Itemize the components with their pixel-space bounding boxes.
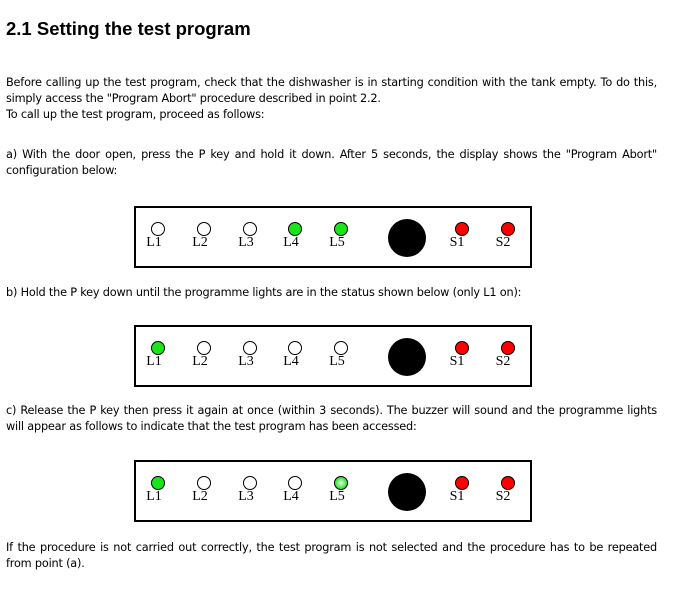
light-label: L2 [192, 354, 208, 369]
light-label: L1 [146, 235, 162, 250]
p-key-button [388, 338, 426, 376]
indicator-light-l1 [151, 341, 165, 355]
section-title: 2.1 Setting the test program [6, 18, 251, 39]
light-label: S2 [495, 354, 511, 369]
light-label: L4 [283, 235, 299, 250]
light-label: L1 [146, 354, 162, 369]
indicator-light-s2 [501, 341, 515, 355]
indicator-light-l4 [288, 341, 302, 355]
indicator-light-l5 [334, 341, 348, 355]
indicator-light-s2 [501, 222, 515, 236]
indicator-light-l2 [197, 476, 211, 490]
intro-paragraph: Before calling up the test program, chec… [6, 76, 657, 121]
control-panel-c: L1 L2 L3 L4 L5 S1 S2 [134, 460, 532, 522]
indicator-light-s2 [501, 476, 515, 490]
light-label: L3 [238, 354, 254, 369]
indicator-light-l5 [334, 476, 348, 490]
light-label: L4 [283, 489, 299, 504]
footer-paragraph: If the procedure is not carried out corr… [6, 541, 657, 570]
light-label: S1 [449, 235, 465, 250]
indicator-light-l4 [288, 222, 302, 236]
step-b-text: b) Hold the P key down until the program… [6, 286, 522, 299]
indicator-light-l2 [197, 341, 211, 355]
step-a-text: a) With the door open, press the P key a… [6, 148, 657, 177]
light-label: L3 [238, 489, 254, 504]
light-label: S2 [495, 489, 511, 504]
p-key-button [388, 219, 426, 257]
indicator-light-l2 [197, 222, 211, 236]
light-label: L1 [146, 489, 162, 504]
step-c-text: c) Release the P key then press it again… [6, 404, 657, 433]
control-panel-a: L1 L2 L3 L4 L5 S1 S2 [134, 206, 532, 268]
control-panel-b: L1 L2 L3 L4 L5 S1 S2 [134, 325, 532, 387]
light-label: L5 [329, 235, 345, 250]
light-label: L3 [238, 235, 254, 250]
indicator-light-s1 [455, 341, 469, 355]
indicator-light-l1 [151, 476, 165, 490]
light-label: L5 [329, 489, 345, 504]
indicator-light-l3 [243, 222, 257, 236]
light-label: S2 [495, 235, 511, 250]
indicator-light-l1 [151, 222, 165, 236]
light-label: L2 [192, 489, 208, 504]
light-label: S1 [449, 489, 465, 504]
indicator-light-s1 [455, 222, 469, 236]
light-label: S1 [449, 354, 465, 369]
p-key-button [388, 473, 426, 511]
light-label: L5 [329, 354, 345, 369]
indicator-light-l5 [334, 222, 348, 236]
indicator-light-l4 [288, 476, 302, 490]
indicator-light-l3 [243, 341, 257, 355]
indicator-light-s1 [455, 476, 469, 490]
indicator-light-l3 [243, 476, 257, 490]
light-label: L4 [283, 354, 299, 369]
light-label: L2 [192, 235, 208, 250]
